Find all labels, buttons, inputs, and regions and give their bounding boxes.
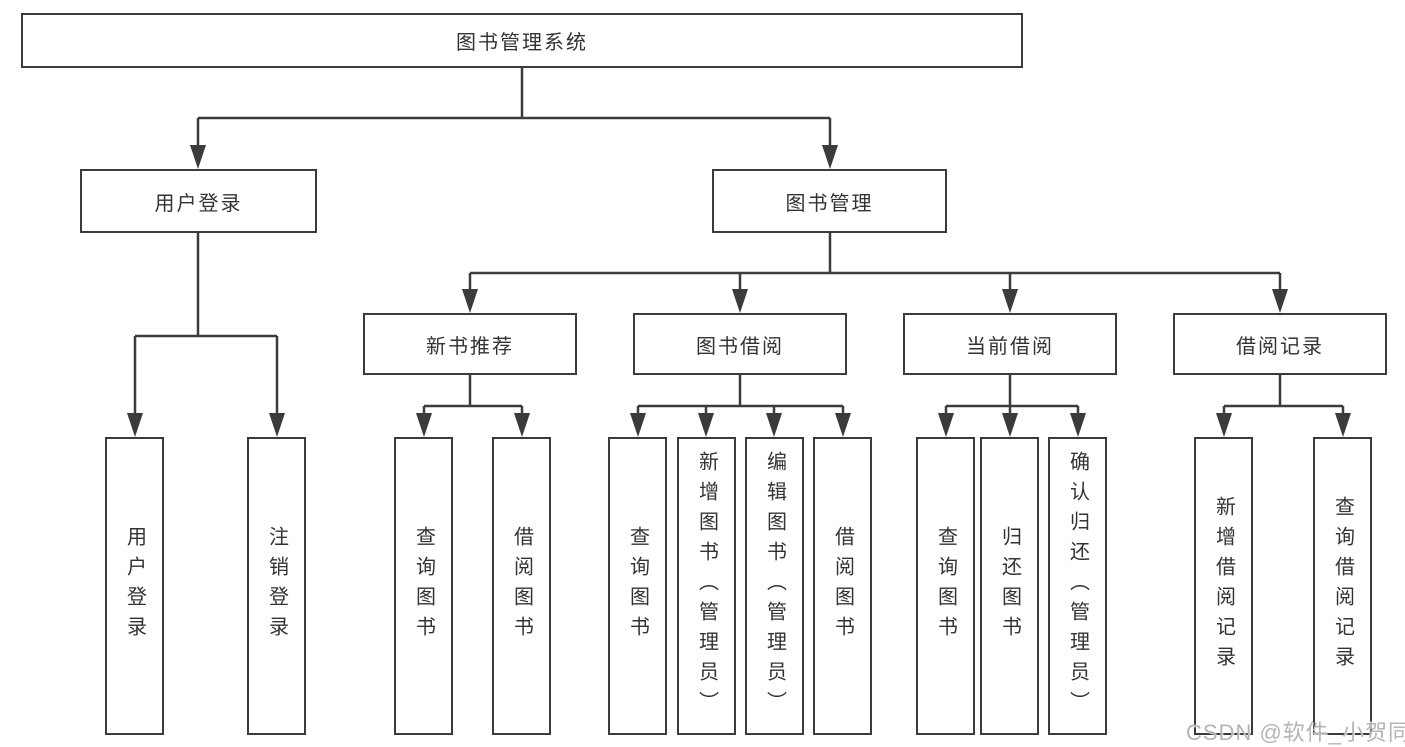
node-label: 查询图书 <box>934 526 957 646</box>
node-label: 图书管理 <box>785 192 874 215</box>
arrowheads <box>127 145 1351 437</box>
leaf-logout: 注销登录 <box>247 437 306 735</box>
node-label: 借阅图书 <box>831 526 854 646</box>
leaf-edit-book-admin: 编辑图书（管理员） <box>745 437 804 735</box>
leaf-borrow-books: 借阅图书 <box>813 437 872 735</box>
node-book-management: 图书管理 <box>712 169 947 233</box>
node-label: 查询图书 <box>626 526 649 646</box>
node-label: 用户登录 <box>123 526 146 646</box>
node-library-system: 图书管理系统 <box>21 13 1023 68</box>
leaf-query-borrow-record: 查询借阅记录 <box>1313 437 1372 735</box>
node-label: 新书推荐 <box>426 335 514 358</box>
leaf-user-login: 用户登录 <box>105 437 164 735</box>
leaf-query-books-recommend: 查询图书 <box>394 437 453 735</box>
node-label: 当前借阅 <box>966 335 1054 358</box>
node-label: 编辑图书（管理员） <box>763 451 786 721</box>
leaf-borrow-books-recommend: 借阅图书 <box>492 437 551 735</box>
node-label: 图书借阅 <box>696 335 784 358</box>
node-borrow-records: 借阅记录 <box>1173 313 1387 375</box>
node-book-borrow: 图书借阅 <box>633 313 847 375</box>
node-label: 新增图书（管理员） <box>695 451 718 721</box>
node-new-book-recommend: 新书推荐 <box>363 313 577 375</box>
node-label: 新增借阅记录 <box>1212 496 1235 676</box>
node-label: 图书管理系统 <box>456 32 588 54</box>
node-label: 归还图书 <box>998 526 1021 646</box>
leaf-confirm-return-admin: 确认归还（管理员） <box>1048 437 1107 735</box>
leaf-query-books-borrow: 查询图书 <box>608 437 667 735</box>
node-user-login: 用户登录 <box>80 169 317 233</box>
node-label: 注销登录 <box>265 526 288 646</box>
node-label: 借阅图书 <box>510 526 533 646</box>
node-current-borrow: 当前借阅 <box>903 313 1117 375</box>
node-label: 用户登录 <box>154 192 243 215</box>
csdn-watermark: CSDN @软件_小贺同学 <box>1186 720 1405 745</box>
leaf-query-books-current: 查询图书 <box>916 437 975 735</box>
leaf-add-borrow-record: 新增借阅记录 <box>1194 437 1253 735</box>
node-label: 查询借阅记录 <box>1331 496 1354 676</box>
leaf-return-book: 归还图书 <box>980 437 1039 735</box>
node-label: 借阅记录 <box>1236 335 1324 358</box>
leaf-add-book-admin: 新增图书（管理员） <box>677 437 736 735</box>
node-label: 查询图书 <box>412 526 435 646</box>
node-label: 确认归还（管理员） <box>1066 451 1089 721</box>
